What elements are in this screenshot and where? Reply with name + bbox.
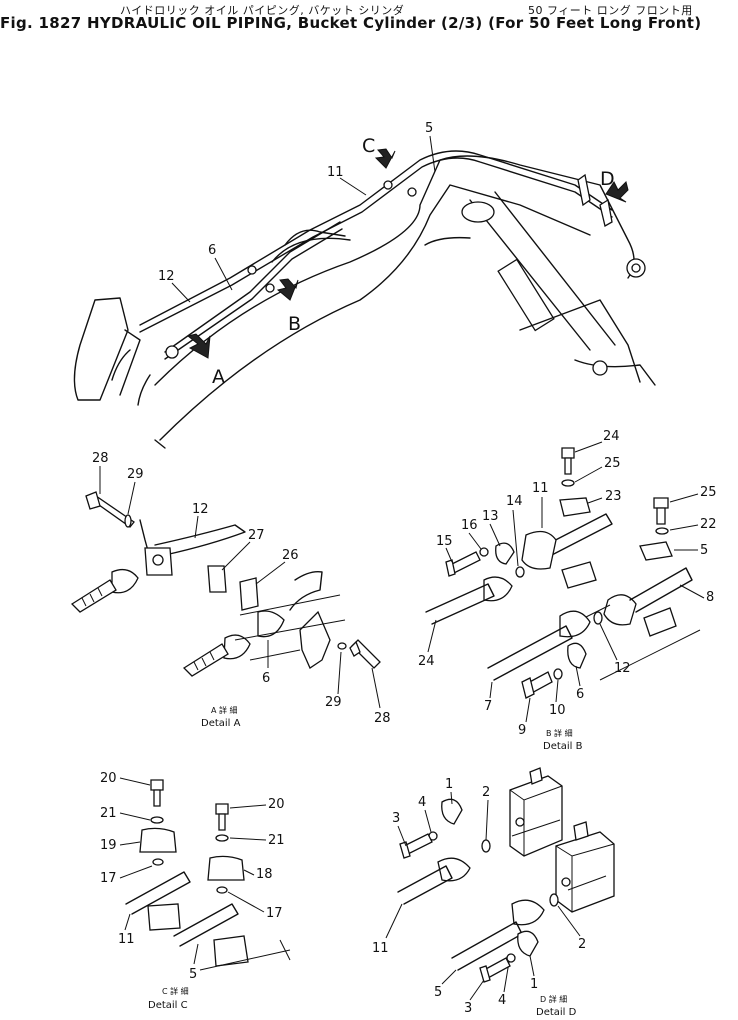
part-label: 11	[327, 165, 344, 180]
detail-c: 20 21 19 17 11 20 21 18	[100, 771, 291, 1011]
part-label: 28	[374, 711, 391, 726]
part-label: 21	[268, 833, 285, 848]
part-label: 18	[256, 867, 273, 882]
part-label: 6	[208, 243, 216, 258]
part-label: 5	[434, 985, 442, 1000]
detail-d: 1 2 4 3 11 2 5 1	[372, 767, 615, 1018]
callout-B: B	[288, 313, 301, 335]
part-label: 3	[392, 811, 400, 826]
detail-d-caption-jp: D 詳 細	[540, 994, 567, 1004]
detail-a-caption: Detail A	[201, 718, 241, 729]
part-label: 23	[605, 489, 622, 504]
callout-D: D	[600, 168, 615, 190]
part-label: 5	[700, 543, 708, 558]
header-subtitle-jp: 50 フィート ロング フロント用	[528, 4, 693, 17]
part-label: 16	[461, 518, 478, 533]
part-label: 29	[325, 695, 342, 710]
part-label: 6	[576, 687, 584, 702]
part-label: 20	[268, 797, 285, 812]
part-label: 29	[127, 467, 144, 482]
part-label: 27	[248, 528, 265, 543]
part-label: 10	[549, 703, 566, 718]
part-label: 2	[578, 937, 586, 952]
part-label: 25	[604, 456, 621, 471]
part-label: 25	[700, 485, 717, 500]
boom-assembly: A B C D 5 11 6 12	[73, 121, 656, 449]
part-label: 26	[282, 548, 299, 563]
part-label: 17	[100, 871, 117, 886]
part-label: 5	[425, 121, 433, 136]
part-label: 12	[614, 661, 631, 676]
part-label: 4	[418, 795, 426, 810]
part-label: 19	[100, 838, 117, 853]
part-label: 11	[118, 932, 135, 947]
part-label: 15	[436, 534, 453, 549]
callout-C: C	[362, 135, 375, 157]
part-label: 6	[262, 671, 270, 686]
part-label: 5	[189, 967, 197, 982]
part-label: 7	[484, 699, 492, 714]
part-label: 24	[603, 429, 620, 444]
part-label: 12	[158, 269, 175, 284]
part-label: 1	[530, 977, 538, 992]
part-label: 13	[482, 509, 499, 524]
detail-d-caption: Detail D	[536, 1007, 577, 1018]
part-label: 11	[532, 481, 549, 496]
detail-c-caption: Detail C	[148, 1000, 188, 1011]
part-label: 24	[418, 654, 435, 669]
header-title-jp: ハイドロリック オイル パイピング, バケット シリンダ	[120, 4, 405, 17]
part-label: 21	[100, 806, 117, 821]
part-label: 3	[464, 1001, 472, 1016]
detail-b-caption-jp: B 詳 細	[546, 728, 573, 738]
part-label: 1	[445, 777, 453, 792]
part-label: 14	[506, 494, 523, 509]
part-label: 22	[700, 517, 717, 532]
part-label: 17	[266, 906, 283, 921]
detail-a: 28 29 12 27 26 6	[70, 451, 391, 729]
callout-A: A	[212, 366, 225, 388]
part-label: 2	[482, 785, 490, 800]
detail-b-caption: Detail B	[543, 741, 583, 752]
part-label: 9	[518, 723, 526, 738]
detail-a-caption-jp: A 詳 細	[211, 705, 238, 715]
figure-title: Fig. 1827 HYDRAULIC OIL PIPING, Bucket C…	[0, 14, 702, 32]
part-label: 28	[92, 451, 109, 466]
part-label: 11	[372, 941, 389, 956]
part-label: 8	[706, 590, 714, 605]
detail-c-caption-jp: C 詳 細	[162, 986, 189, 996]
detail-b: 24 25 23 11 14 13 16 15	[418, 429, 717, 752]
part-label: 12	[192, 502, 209, 517]
part-label: 4	[498, 993, 506, 1008]
part-label: 20	[100, 771, 117, 786]
